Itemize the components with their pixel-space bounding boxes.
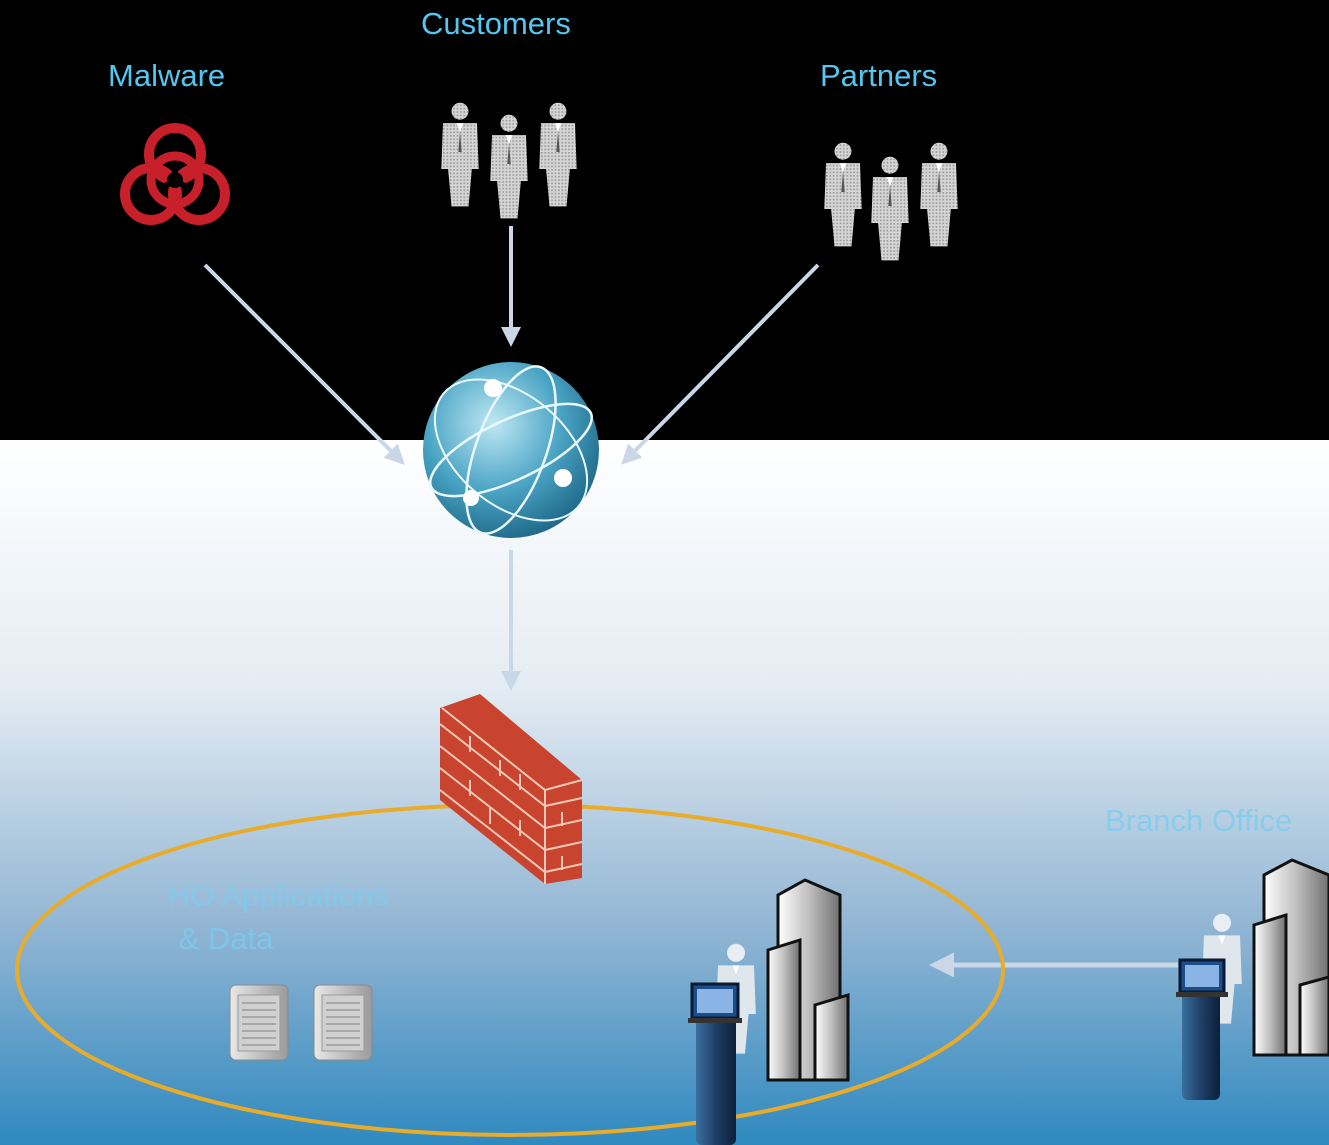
partners-label: Partners — [820, 58, 938, 93]
intranet-zone-background — [0, 440, 1329, 1145]
customers-label: Customers — [421, 6, 571, 41]
malware-label: Malware — [108, 58, 226, 93]
malware-arrow — [203, 263, 405, 465]
firewall-icon — [439, 694, 583, 884]
partners-arrow — [621, 263, 820, 465]
ho-label-line2: & Data — [170, 921, 274, 956]
branch-office-label: Branch Office — [1105, 803, 1293, 838]
internet-zone-background — [0, 0, 1329, 440]
headoffice-building-icon — [766, 878, 850, 1082]
server-icon — [313, 984, 373, 1061]
server-icon — [229, 984, 289, 1061]
headoffice-person-laptop-icon — [688, 943, 756, 1145]
biohazard-icon — [120, 123, 230, 225]
globe-icon — [423, 362, 599, 538]
ho-label-line1: HO Applications — [168, 878, 389, 913]
branch-building-icon — [1252, 858, 1329, 1057]
branch-person-laptop-icon — [1176, 913, 1242, 1100]
